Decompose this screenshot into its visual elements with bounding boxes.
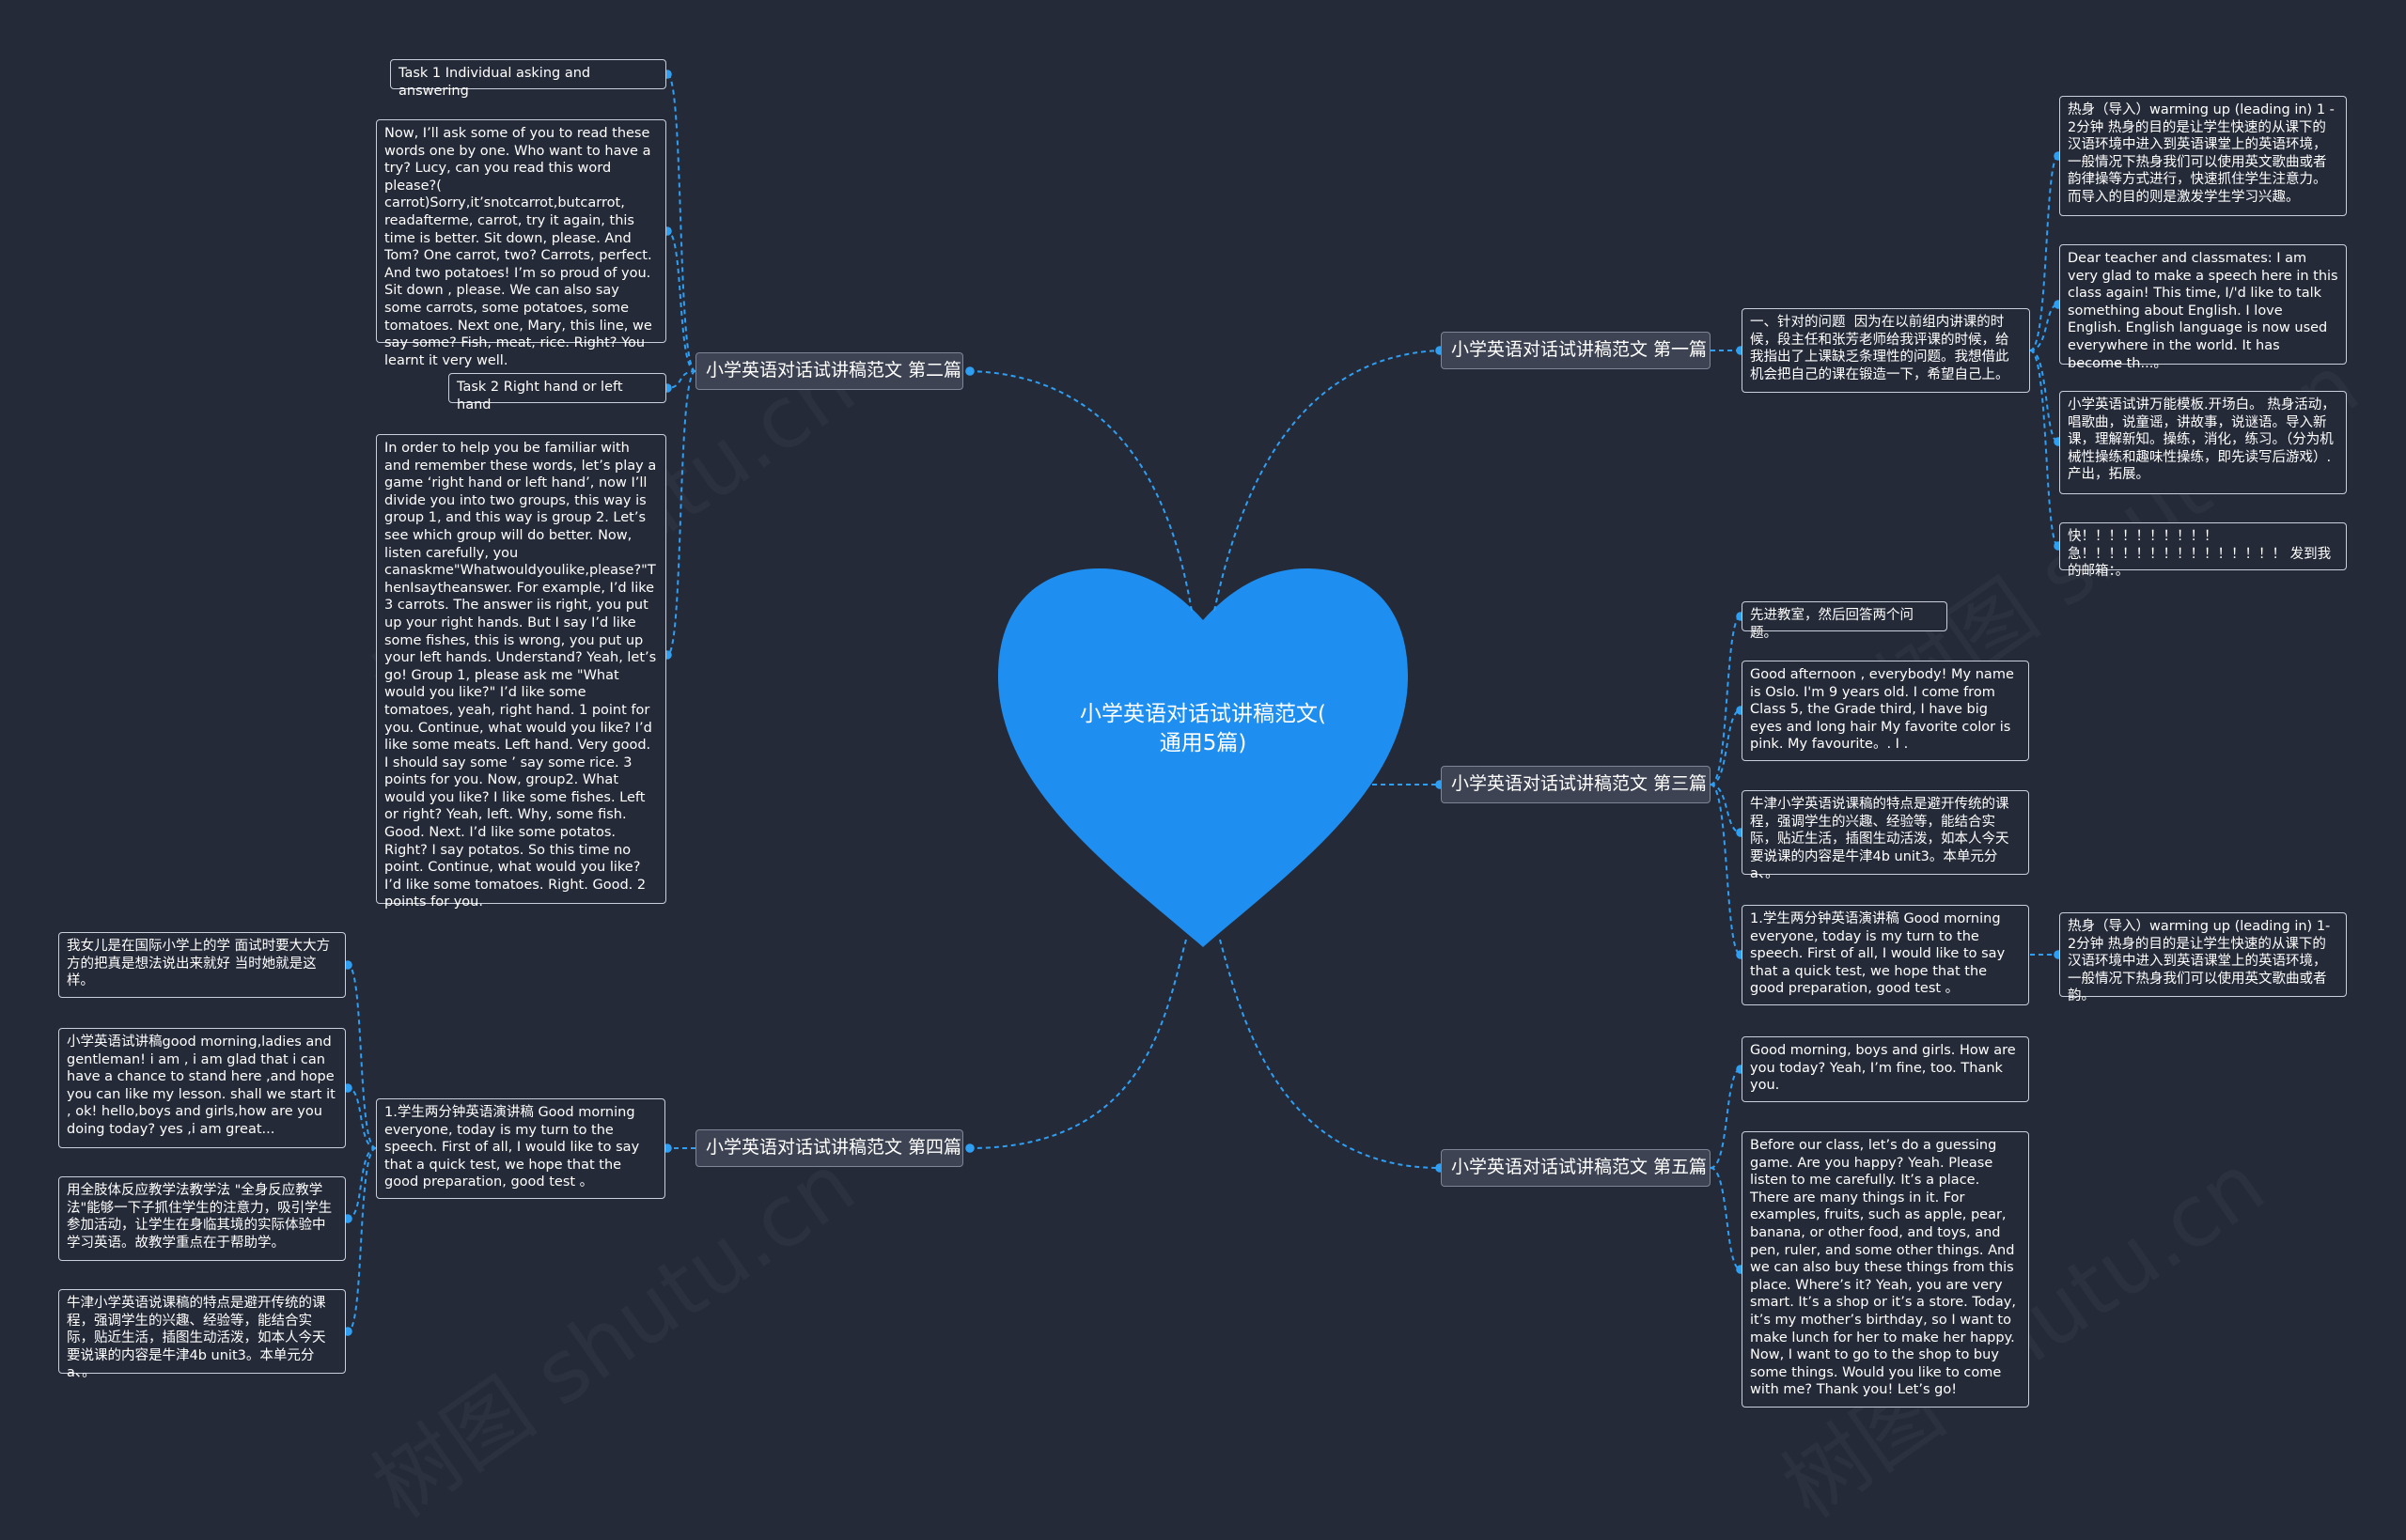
branch-1[interactable]: 小学英语对话试讲稿范文 第一篇: [1441, 332, 1711, 369]
connector-b3-leaf3: [1710, 784, 1745, 837]
connector-b2-leaf1: [663, 70, 696, 372]
b4-leaf-4[interactable]: 牛津小学英语说课稿的特点是避开传统的课程，强调学生的兴趣、经验等，能结合实际，贴…: [58, 1289, 346, 1380]
b1-mid-node[interactable]: 一、针对的问题 因为在以前组内讲课的时候，段主任和张芳老师给我评课的时候，给我指…: [1742, 308, 2030, 393]
connector-b1-leaf4: [2029, 350, 2063, 551]
b5-leaf-1[interactable]: Good morning, boys and girls. How are yo…: [1742, 1036, 2029, 1102]
connector-b5-leaf2: [1710, 1167, 1745, 1274]
connector-layer: [343, 70, 2063, 1336]
connector-b4-leaf4: [343, 1147, 377, 1336]
connector-b1-leaf1: [2029, 151, 2063, 351]
center-topic[interactable]: 小学英语对话试讲稿范文( 通用5篇): [1024, 700, 1382, 758]
connector-b4-leaf2: [343, 1083, 377, 1149]
center-title-line2: 通用5篇): [1159, 731, 1247, 755]
connector-b2-leaf2: [663, 226, 696, 372]
b4-leaf-1[interactable]: 我女儿是在国际小学上的学 面试时要大大方方的把真是想法说出来就好 当时她就是这样…: [58, 932, 346, 998]
connector-b1-leaf2: [2029, 300, 2063, 351]
b3-leaf-4[interactable]: 1.学生两分钟英语演讲稿 Good morning everyone, toda…: [1742, 905, 2029, 1005]
b2-leaf-1[interactable]: Task 1 Individual asking and answering: [390, 59, 666, 99]
connector-b4-leaf1: [343, 960, 377, 1149]
b3-leaf-1[interactable]: 先进教室，然后回答两个问题。: [1742, 601, 1947, 641]
connector-b3-leaf2: [1710, 706, 1745, 786]
b1-leaf-2[interactable]: Dear teacher and classmates: I am very g…: [2059, 244, 2347, 371]
connector-b5-leaf1: [1710, 1065, 1745, 1169]
connector-b1-leaf3: [2029, 350, 2063, 446]
b3-leaf-4-child[interactable]: 热身（导入）warming up (leading in) 1-2分钟 热身的目…: [2059, 912, 2347, 1003]
b4-leaf-3[interactable]: 用全肢体反应教学法教学法 "全身反应教学法"能够一下子抓住学生的注意力，吸引学生…: [58, 1176, 346, 1261]
heart-shape: [998, 568, 1408, 947]
b3-leaf-3[interactable]: 牛津小学英语说课稿的特点是避开传统的课程，强调学生的兴趣、经验等，能结合实际，贴…: [1742, 790, 2029, 881]
connector-b3-leaf1: [1710, 612, 1745, 786]
b1-leaf-1[interactable]: 热身（导入）warming up (leading in) 1 - 2分钟 热身…: [2059, 96, 2347, 216]
b4-leaf-2[interactable]: 小学英语试讲稿good morning,ladies and gentleman…: [58, 1028, 346, 1148]
b1-leaf-4[interactable]: 快！！！！！！！！！！急！！！！！！！！！！！！！！！ 发到我的邮箱：。: [2059, 522, 2347, 579]
branch-3[interactable]: 小学英语对话试讲稿范文 第三篇: [1441, 766, 1711, 803]
connector-b2-leaf3: [663, 370, 696, 393]
connector-b4-leaf3: [343, 1147, 377, 1223]
branch-2[interactable]: 小学英语对话试讲稿范文 第二篇: [695, 352, 963, 390]
b2-leaf-2[interactable]: Now, I’ll ask some of you to read these …: [376, 119, 666, 368]
connector-b2-leaf4: [663, 370, 696, 660]
branch-5[interactable]: 小学英语对话试讲稿范文 第五篇: [1441, 1149, 1711, 1187]
connector-center-b4: [965, 939, 1187, 1153]
b3-leaf-2[interactable]: Good afternoon , everybody! My name is O…: [1742, 661, 2029, 761]
connector-center-b1: [1213, 346, 1445, 612]
center-title-line1: 小学英语对话试讲稿范文(: [1080, 702, 1326, 726]
branch-4[interactable]: 小学英语对话试讲稿范文 第四篇: [695, 1129, 963, 1167]
b1-leaf-3[interactable]: 小学英语试讲万能模板.开场白。 热身活动，唱歌曲，说童谣，讲故事，说谜语。导入新…: [2059, 391, 2347, 494]
connector-center-b2: [965, 366, 1193, 612]
b2-leaf-3[interactable]: Task 2 Right hand or left hand: [448, 373, 666, 412]
b4-mid-node[interactable]: 1.学生两分钟英语演讲稿 Good morning everyone, toda…: [376, 1098, 665, 1199]
b2-leaf-4[interactable]: In order to help you be familiar with an…: [376, 434, 666, 910]
connector-b3-leaf4: [1710, 784, 1745, 959]
connector-center-b5: [1219, 939, 1445, 1173]
b5-leaf-2[interactable]: Before our class, let’s do a guessing ga…: [1742, 1131, 2029, 1408]
